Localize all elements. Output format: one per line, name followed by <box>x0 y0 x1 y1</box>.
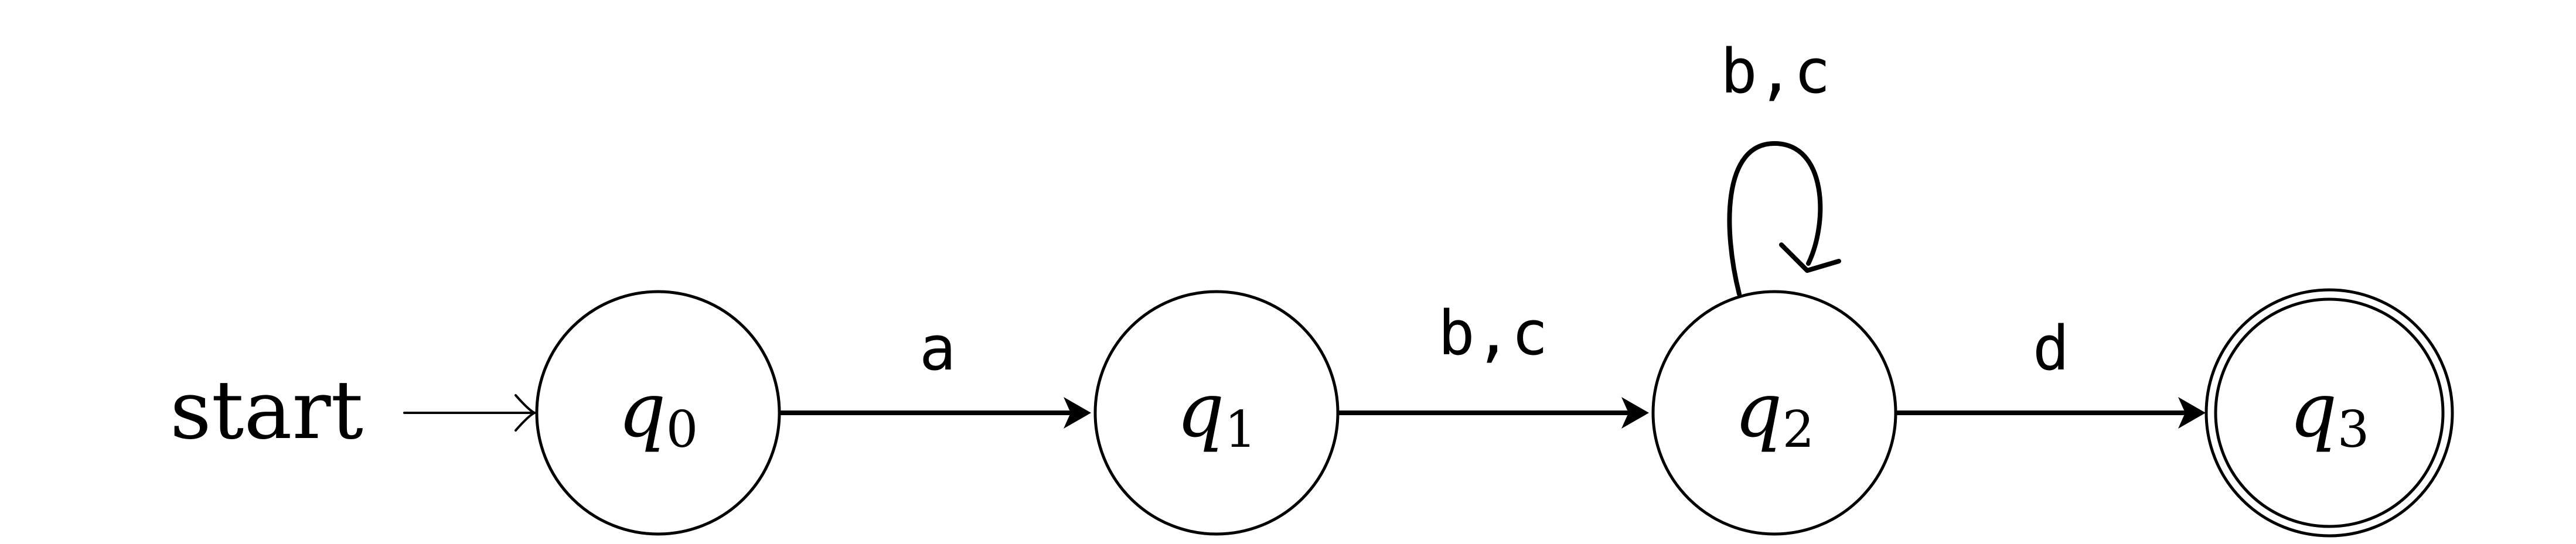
state-q2-circle <box>1651 290 1897 536</box>
start-arrow-head <box>514 394 537 432</box>
state-q1-label: q1 <box>1177 367 1257 459</box>
state-q3: q3 <box>2204 288 2454 538</box>
state-q3-inner-circle <box>2214 297 2445 528</box>
edge-q1-q2-label: b,c <box>1438 297 1548 369</box>
state-q3-subscript: 3 <box>2338 401 2370 459</box>
state-q2-name: q <box>1735 367 1783 454</box>
state-q1-name: q <box>1177 367 1225 454</box>
edge-q2-q3-label: d <box>2033 313 2070 384</box>
edge-q2-q3-arrowhead <box>2178 397 2206 429</box>
state-q2: q2 <box>1651 290 1897 536</box>
edge-q1-q2-arrowhead <box>1621 397 1649 429</box>
state-q1-circle <box>1093 290 1340 536</box>
state-q3-label: q3 <box>2289 367 2370 459</box>
state-q0-label: q0 <box>618 367 698 459</box>
start-label: start <box>170 363 363 457</box>
state-q0: q0 <box>535 290 781 536</box>
state-q2-label: q2 <box>1735 367 1815 459</box>
edge-q2-q2-label: b,c <box>1720 36 1831 107</box>
state-q0-subscript: 0 <box>666 401 698 459</box>
edge-q0-q1-arrowhead <box>1064 397 1091 429</box>
state-q1-subscript: 1 <box>1225 401 1257 459</box>
edge-q2-q2-loop <box>1727 141 1823 296</box>
state-q2-subscript: 2 <box>1783 401 1815 459</box>
state-q0-name: q <box>618 367 666 454</box>
state-q3-name: q <box>2289 367 2338 454</box>
edge-q0-q1-label: a <box>919 313 956 384</box>
state-q1: q1 <box>1093 290 1340 536</box>
edge-q2-q2-arrowhead <box>1779 242 1841 273</box>
state-q0-circle <box>535 290 781 536</box>
